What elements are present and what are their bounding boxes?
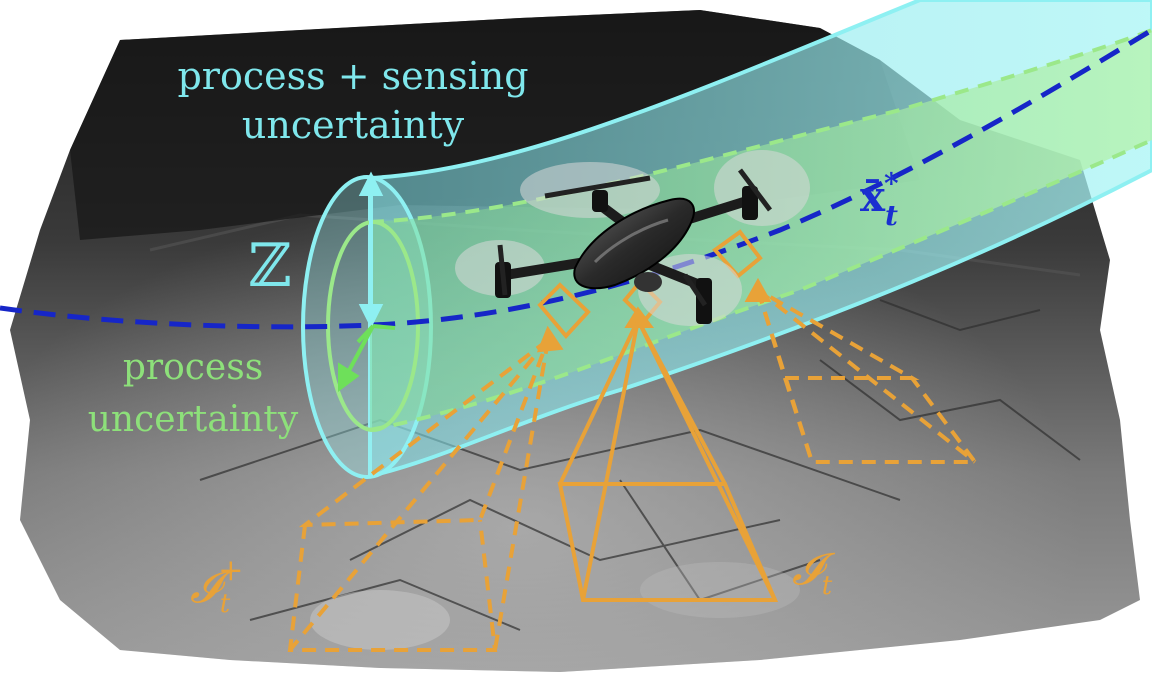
- process-line1: process: [122, 347, 264, 388]
- itp-sub: t: [219, 589, 231, 619]
- process-sensing-line2: uncertainty: [241, 103, 465, 148]
- it-sub: t: [821, 571, 833, 601]
- it-main: 𝓘: [792, 544, 822, 595]
- xbar-sup: *: [883, 167, 899, 200]
- main-camera-frustum: [557, 279, 779, 602]
- xbar-sub: t: [885, 199, 898, 232]
- process-sensing-uncertainty-label: process + sensing uncertainty: [168, 52, 538, 151]
- process-sensing-line1: process + sensing: [177, 54, 529, 98]
- itp-main: 𝓘: [190, 562, 220, 613]
- process-line2: uncertainty: [87, 399, 299, 441]
- xbar-main: x̄: [860, 172, 886, 221]
- image-label-future: 𝓘t+: [190, 556, 255, 618]
- process-uncertainty-label: process uncertainty: [78, 342, 308, 446]
- nominal-trajectory-label: x̄t*: [860, 170, 913, 230]
- nominal-trajectory: [0, 27, 1152, 330]
- itp-sup: +: [218, 553, 244, 588]
- quadcopter-drone-icon: [455, 150, 810, 326]
- image-label-current: 𝓘t: [792, 548, 832, 600]
- side-camera-frustum-right: [712, 229, 979, 464]
- z-radius-arrow: [358, 171, 384, 329]
- process-uncertainty-arrows: [338, 324, 396, 392]
- z-set-symbol: ℤ: [248, 231, 292, 301]
- side-camera-frustum-left: [287, 282, 591, 652]
